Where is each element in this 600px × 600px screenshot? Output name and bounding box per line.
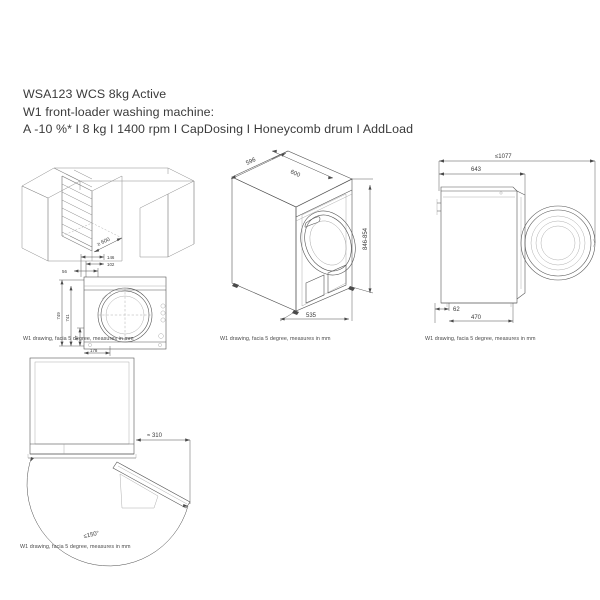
page-header: WSA123 WCS 8kg Active W1 front-loader wa…: [23, 86, 583, 139]
dim-label-47: 47: [74, 335, 79, 340]
cabinet-isometric: [21, 167, 195, 262]
dim-label-643: 643: [471, 167, 482, 173]
features-list: A -10 %* I 8 kg I 1400 rpm I CapDosing I…: [23, 122, 414, 136]
dimension-56: 56: [62, 268, 99, 277]
dimension-1077: ≤1077: [438, 154, 596, 243]
dim-label-310: ≈ 310: [147, 433, 163, 439]
dim-label-600: 600: [289, 169, 301, 179]
dim-label-1077: ≤1077: [495, 154, 512, 160]
dimension-62: 62: [434, 303, 460, 323]
dimension-102: 102: [85, 261, 115, 277]
dimension-niche-width: ≥ 600: [93, 237, 123, 253]
dim-label-62: 62: [453, 307, 460, 313]
dim-label-178: 178: [90, 348, 98, 353]
figure-caption: W1 drawing, facia 5 degree, measures in …: [23, 336, 134, 342]
model-title: WSA123 WCS 8kg Active: [23, 87, 167, 101]
dimension-47: 47: [74, 327, 84, 346]
dimension-643: 643: [439, 167, 526, 195]
dimension-178: 178: [84, 346, 111, 356]
dim-label-749: 749: [56, 312, 61, 320]
figure-caption: W1 drawing, facia 5 degree, measures in …: [20, 544, 131, 550]
door-open-circles: [520, 205, 596, 281]
dim-label-niche-width: ≥ 600: [96, 237, 111, 248]
machine-side-view: [436, 186, 596, 307]
figure-caption: W1 drawing, facia 5 degree, measures in …: [425, 336, 536, 342]
dim-label-535: 535: [306, 313, 317, 319]
dimension-146: 146: [80, 254, 115, 277]
dim-label-150deg: ≤150°: [83, 531, 100, 540]
machine-isometric: [231, 150, 356, 315]
product-subtitle: W1 front-loader washing machine:: [23, 104, 215, 119]
figure-caption: W1 drawing, facia 5 degree, measures in …: [220, 336, 331, 342]
dim-label-846-854: 846-854: [363, 227, 369, 250]
dimension-741: 741: [65, 286, 73, 346]
dimension-596: 596: [230, 152, 287, 180]
dim-label-470: 470: [471, 315, 482, 321]
dimension-600: 600: [271, 149, 353, 188]
machine-top-view: [27, 357, 137, 459]
dim-label-596: 596: [245, 157, 257, 167]
figure-isometric-front: 596 600 846-854: [218, 143, 398, 342]
door-leaf-open: [112, 461, 191, 509]
door-swing-arc: ≤150°: [26, 457, 189, 567]
dim-label-102: 102: [107, 262, 115, 267]
dimension-749: 749: [56, 279, 84, 347]
dim-label-56: 56: [62, 269, 67, 274]
dim-label-741: 741: [65, 314, 70, 322]
dimension-846-854: 846-854: [351, 178, 374, 294]
front-elevation: [83, 276, 167, 350]
figure-niche-and-front-elevation: ≥ 600: [18, 160, 213, 356]
dimension-470: 470: [449, 303, 514, 323]
dimension-535: 535: [279, 287, 353, 322]
niche-hatch-area: [61, 169, 93, 252]
dimension-310: ≈ 310: [136, 433, 191, 504]
dim-label-146: 146: [107, 255, 115, 260]
figure-top-view-door-swing: ≤150° ≈ 310 W1 drawing, facia 5 degree, …: [20, 357, 222, 567]
figure-side-view-door-open: ≤1077 643 62: [425, 143, 597, 342]
